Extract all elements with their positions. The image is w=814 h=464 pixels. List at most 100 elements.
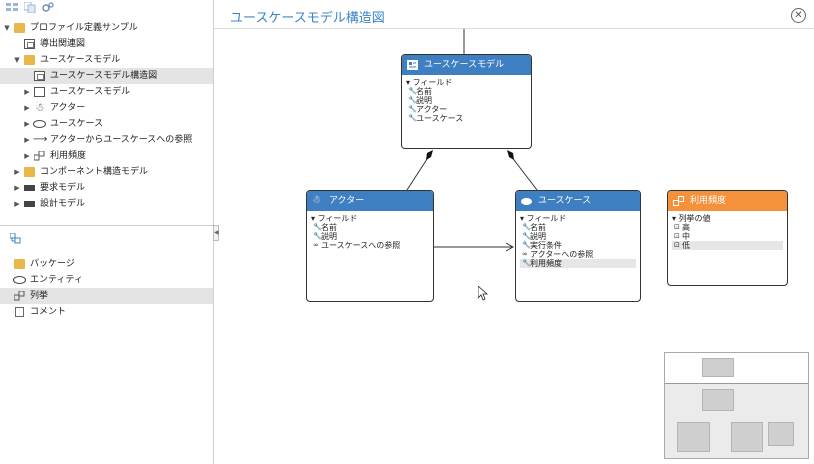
tree-item-frequency[interactable]: ▶ 利用頻度 — [0, 148, 213, 164]
field-row[interactable]: 🔧ユースケース — [406, 114, 527, 123]
chevron-right-icon[interactable]: ▶ — [24, 88, 30, 96]
enum-values-section-header[interactable]: ▾ 列挙の値 — [672, 214, 711, 223]
node-body: ▾ 列挙の値 ⊡高 ⊡中 ⊡低 — [668, 211, 787, 252]
chevron-right-icon[interactable]: ▶ — [24, 120, 30, 128]
reference-arrow-icon: ⟶ — [33, 134, 48, 145]
fields-section-header[interactable]: ▾ フィールド — [406, 78, 453, 87]
actor-icon: ☃ — [312, 195, 321, 206]
field-row[interactable]: 🔧名前 — [311, 223, 429, 232]
folder-icon — [24, 55, 35, 65]
field-label: 説明 — [530, 232, 546, 241]
tree-item-label: 利用頻度 — [50, 151, 87, 161]
palette-item-entity[interactable]: エンティティ — [0, 272, 213, 288]
tree-item-actor-usecase-ref[interactable]: ▶ ⟶ アクターからユースケースへの参照 — [0, 132, 213, 148]
title-divider — [214, 28, 814, 29]
palette-item-enumeration[interactable]: 列挙 — [0, 288, 213, 304]
diagram-editor: ユースケースモデル構造図 ✕ ユースケースモデル ▾ フィールド 🔧名前 🔧説明… — [214, 0, 814, 464]
tree-item-usecase-structure-diagram[interactable]: ユースケースモデル構造図 — [0, 68, 213, 84]
field-row[interactable]: 🔧説明 — [311, 232, 429, 241]
field-row[interactable]: 🔧説明 — [406, 96, 527, 105]
key-icon: 🔧 — [313, 232, 322, 240]
chevron-right-icon[interactable]: ▶ — [24, 104, 30, 112]
field-row-selected[interactable]: 🔧利用頻度 — [520, 259, 636, 268]
node-usecase[interactable]: ユースケース ▾ フィールド 🔧名前 🔧説明 🔧実行条件 ∞アクターへの参照 🔧… — [515, 190, 641, 302]
minimap-node — [677, 422, 710, 452]
node-usecase-model[interactable]: ユースケースモデル ▾ フィールド 🔧名前 🔧説明 🔧アクター 🔧ユースケース — [401, 54, 532, 149]
actor-icon: ☃ — [35, 101, 45, 114]
field-row[interactable]: ∞ユースケースへの参照 — [311, 241, 429, 250]
node-header[interactable]: 利用頻度 — [668, 191, 787, 211]
composition-connector-usecase[interactable] — [510, 155, 538, 191]
palette-item-package[interactable]: パッケージ — [0, 256, 213, 272]
fields-section-header[interactable]: ▾ フィールド — [520, 214, 567, 223]
minimap-viewport[interactable] — [665, 383, 808, 458]
enum-value-icon: ⊡ — [674, 223, 680, 231]
chevron-down-icon[interactable]: ▼ — [4, 24, 10, 32]
tree-item-profile-sample[interactable]: ▼ プロファイル定義サンプル — [0, 20, 213, 36]
tree-item-label: プロファイル定義サンプル — [30, 23, 138, 33]
chevron-down-icon[interactable]: ▼ — [14, 56, 20, 64]
fields-section-header[interactable]: ▾ フィールド — [311, 214, 358, 223]
settings-icon[interactable] — [42, 2, 54, 13]
key-icon: 🔧 — [522, 223, 531, 231]
tree-item-derivation-diagram[interactable]: 導出関連図 — [0, 36, 213, 52]
enumeration-icon — [673, 196, 684, 206]
enum-value-row-selected[interactable]: ⊡低 — [672, 241, 783, 250]
enum-value-icon: ⊡ — [674, 232, 680, 240]
tree-item-label: ユースケースモデル — [40, 55, 121, 65]
tree-item-usecase-model-entity[interactable]: ▶ ユースケースモデル — [0, 84, 213, 100]
diagram-minimap[interactable] — [664, 352, 809, 459]
field-row[interactable]: 🔧名前 — [406, 87, 527, 96]
tree-item-requirement-model[interactable]: ▶ 要求モデル — [0, 180, 213, 196]
collapse-all-icon[interactable] — [6, 2, 18, 13]
tree-item-label: アクター — [50, 103, 86, 113]
field-row[interactable]: 🔧実行条件 — [520, 241, 636, 250]
node-header[interactable]: ユースケースモデル — [402, 55, 531, 75]
entity-icon — [407, 60, 418, 70]
model-browser-panel: ▼ プロファイル定義サンプル 導出関連図 ▼ ユースケースモデル ユースケースモ… — [0, 0, 219, 464]
enum-value-label: 中 — [682, 232, 690, 241]
tree-item-usecase[interactable]: ▶ ユースケース — [0, 116, 213, 132]
composition-connector-actor[interactable] — [406, 155, 430, 191]
collapse-panel-handle[interactable]: ◀ — [213, 225, 219, 241]
copy-icon[interactable] — [24, 2, 36, 13]
enum-value-row[interactable]: ⊡高 — [672, 223, 783, 232]
comment-icon — [15, 307, 24, 317]
node-header[interactable]: ☃ アクター — [307, 191, 433, 211]
tree-item-design-model[interactable]: ▶ 設計モデル — [0, 196, 213, 212]
section-label: フィールド — [317, 214, 358, 223]
enum-value-row[interactable]: ⊡中 — [672, 232, 783, 241]
chevron-right-icon[interactable]: ▶ — [14, 168, 20, 176]
chevron-right-icon[interactable]: ▶ — [24, 136, 30, 144]
node-actor[interactable]: ☃ アクター ▾ フィールド 🔧名前 🔧説明 ∞ユースケースへの参照 — [306, 190, 434, 302]
node-title: ユースケースモデル — [424, 60, 505, 70]
tree-item-usecase-model-folder[interactable]: ▼ ユースケースモデル — [0, 52, 213, 68]
field-label: 利用頻度 — [530, 259, 562, 268]
chevron-right-icon[interactable]: ▶ — [14, 200, 20, 208]
chevron-right-icon[interactable]: ▶ — [14, 184, 20, 192]
field-row[interactable]: 🔧名前 — [520, 223, 636, 232]
node-header[interactable]: ユースケース — [516, 191, 640, 211]
diagram-icon — [24, 39, 35, 49]
folder-icon — [14, 23, 25, 33]
node-body: ▾ フィールド 🔧名前 🔧説明 🔧実行条件 ∞アクターへの参照 🔧利用頻度 — [516, 211, 640, 270]
close-icon[interactable]: ✕ — [791, 8, 806, 23]
field-row[interactable]: ∞アクターへの参照 — [520, 250, 636, 259]
field-row[interactable]: 🔧説明 — [520, 232, 636, 241]
section-label: 列挙の値 — [678, 214, 711, 223]
tree-item-actor[interactable]: ▶ ☃ アクター — [0, 100, 213, 116]
node-title: アクター — [329, 196, 365, 206]
minimap-node — [731, 422, 763, 452]
enum-value-label: 高 — [682, 223, 690, 232]
model-tree: ▼ プロファイル定義サンプル 導出関連図 ▼ ユースケースモデル ユースケースモ… — [0, 20, 213, 212]
palette-item-comment[interactable]: コメント — [0, 304, 213, 320]
entity-icon — [34, 87, 45, 97]
node-frequency-enum[interactable]: 利用頻度 ▾ 列挙の値 ⊡高 ⊡中 ⊡低 — [667, 190, 788, 286]
model-icon — [24, 185, 35, 191]
node-body: ▾ フィールド 🔧名前 🔧説明 🔧アクター 🔧ユースケース — [402, 75, 531, 125]
tree-item-component-model[interactable]: ▶ コンポーネント構造モデル — [0, 164, 213, 180]
tree-item-label: ユースケースモデル構造図 — [50, 71, 158, 81]
panel-splitter[interactable] — [0, 225, 213, 226]
chevron-right-icon[interactable]: ▶ — [24, 152, 30, 160]
field-row[interactable]: 🔧アクター — [406, 105, 527, 114]
